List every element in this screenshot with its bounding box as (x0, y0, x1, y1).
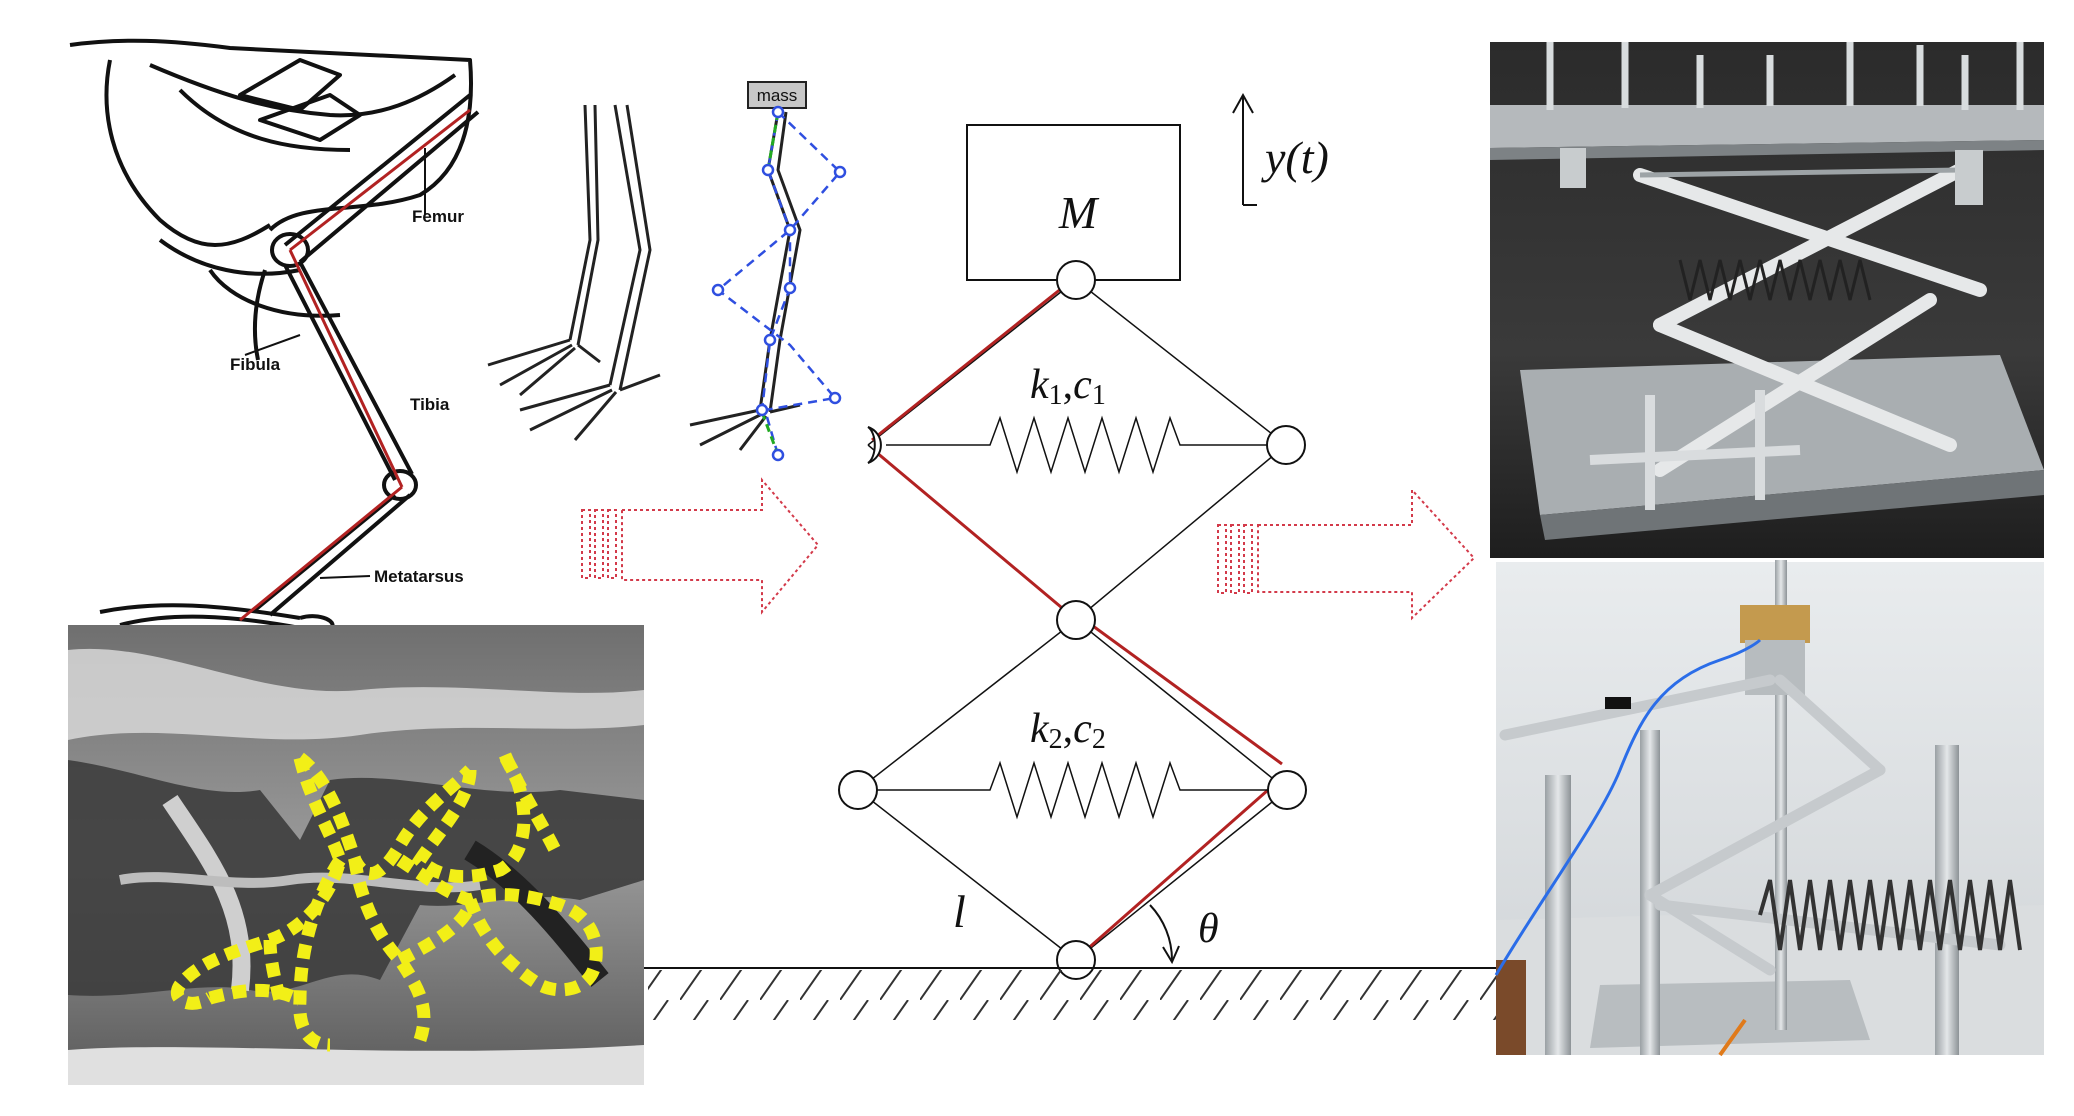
bird-legs-sketch (487, 104, 661, 441)
upper-spring-label: k1,c1 (1030, 362, 1106, 411)
prototype-photo-top (1490, 42, 2044, 558)
angle-arc (1149, 904, 1173, 961)
green-dashed-links (760, 111, 780, 456)
mass-tag-label: mass (757, 86, 798, 105)
mass-label: M (1058, 187, 1100, 238)
arrow-model-to-prototype (1217, 487, 1476, 621)
arrow-left-to-model (581, 477, 820, 615)
displacement-arrow (1232, 92, 1257, 206)
femur-label: Femur (412, 207, 464, 226)
ct-yellow-highlight (171, 752, 603, 1052)
skeleton-model-lines (239, 108, 471, 622)
model-red-rods (871, 286, 1283, 954)
fibula-label: Fibula (230, 355, 281, 374)
ct-scan-image (68, 625, 644, 1085)
displacement-label: y(t) (1261, 132, 1329, 183)
upper-spring (886, 415, 1268, 475)
angle-label: θ (1198, 906, 1219, 952)
lower-spring-label: k2,c2 (1030, 706, 1106, 755)
x-shape-mechanical-model: M y(t) (644, 92, 1502, 1020)
ground-hatch (648, 970, 1498, 1020)
lower-spring (876, 760, 1269, 820)
prototype-photo-bottom (1494, 560, 2044, 1057)
blue-dashed-zigzag (715, 111, 842, 456)
bird-skeleton-sketch (69, 38, 480, 632)
metatarsus-label: Metatarsus (374, 567, 464, 586)
model-joints (838, 260, 1307, 980)
mass-block (966, 124, 1181, 281)
tibia-label: Tibia (410, 395, 450, 414)
bird-leg-with-mass-model: mass (689, 81, 847, 462)
rod-length-label: l (953, 886, 966, 937)
